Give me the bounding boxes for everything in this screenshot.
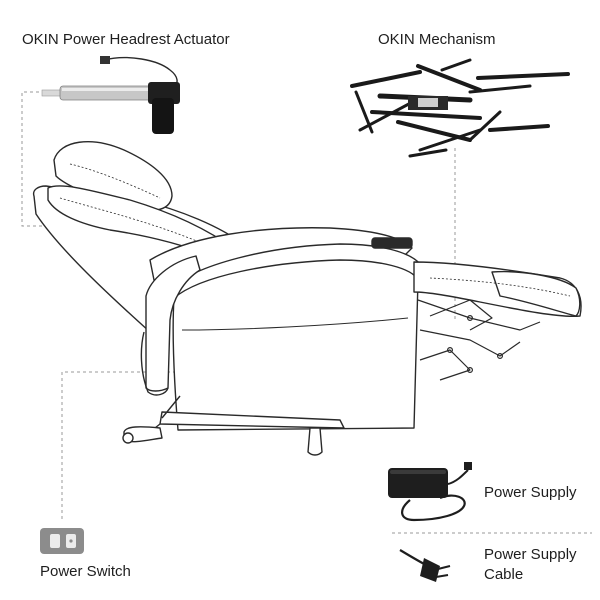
- chair-base-frame: [159, 411, 345, 429]
- power-switch-image: [40, 528, 84, 554]
- linkage-2: [419, 329, 521, 357]
- plug-prong-2: [435, 574, 449, 578]
- power-supply-label: Power Supply: [484, 484, 577, 501]
- mech-bar-14: [354, 90, 374, 134]
- actuator-rod: [41, 89, 63, 97]
- mech-bar-10: [468, 110, 502, 142]
- linkage-4: [429, 299, 493, 331]
- power-supply-image: [388, 462, 472, 522]
- power-supply-brick: [388, 468, 448, 498]
- headrest-actuator-image: [41, 56, 180, 134]
- chair-side-roll: [140, 331, 169, 396]
- recliner-chair-image: [32, 141, 582, 456]
- mech-bar-12: [408, 148, 448, 158]
- headrest-actuator-label: OKIN Power Headrest Actuator: [22, 31, 230, 48]
- chair-caster-left: [122, 432, 134, 444]
- pivot-1: [467, 315, 474, 322]
- linkage-1: [417, 299, 541, 331]
- power-supply-cable-image: [399, 549, 451, 582]
- power-switch-dot: [69, 539, 73, 543]
- actuator-tube-highlight: [62, 88, 150, 91]
- plug-prong-1: [437, 565, 451, 570]
- power-switch-button-left: [50, 534, 60, 548]
- actuator-connector: [100, 56, 110, 64]
- chair-armrest-front: [145, 255, 201, 392]
- headrest-seam: [69, 163, 161, 199]
- chair-footrest-cushion: [491, 270, 581, 317]
- power-switch-label: Power Switch: [40, 563, 131, 580]
- power-supply-brick-edge: [390, 470, 446, 474]
- pivot-3: [497, 353, 504, 360]
- mech-bar-13: [440, 58, 472, 72]
- actuator-gearbox: [152, 98, 174, 134]
- power-supply-plug-end: [464, 462, 472, 470]
- power-supply-dc-cable: [447, 469, 469, 485]
- mechanism-image: [350, 58, 570, 158]
- mechanism-label: OKIN Mechanism: [378, 31, 496, 48]
- mech-bar-4: [468, 84, 532, 94]
- chair-linkage: [417, 299, 541, 381]
- mech-bar-3: [476, 72, 570, 80]
- pivot-4: [467, 367, 474, 374]
- mech-bar-9: [418, 128, 482, 152]
- footrest-seam: [429, 277, 571, 297]
- power-supply-cable-label: Power Supply Cable: [484, 546, 577, 583]
- power-supply-cable-coil: [401, 494, 466, 522]
- mech-bar-11: [488, 124, 550, 132]
- mech-bar-1: [350, 70, 422, 88]
- mech-plate-center: [418, 98, 438, 107]
- chair-right-foot: [307, 427, 323, 456]
- mech-bar-2: [416, 64, 482, 92]
- armrest-inner-panel: [181, 317, 409, 331]
- chair-armrest-body: [172, 259, 419, 431]
- cable-plug: [420, 558, 440, 582]
- back-cushion-seam: [59, 197, 231, 257]
- power-switch-body: [40, 528, 84, 554]
- linkage-3: [419, 349, 471, 381]
- pivot-2: [447, 347, 454, 354]
- chair-remote-holder: [371, 237, 413, 249]
